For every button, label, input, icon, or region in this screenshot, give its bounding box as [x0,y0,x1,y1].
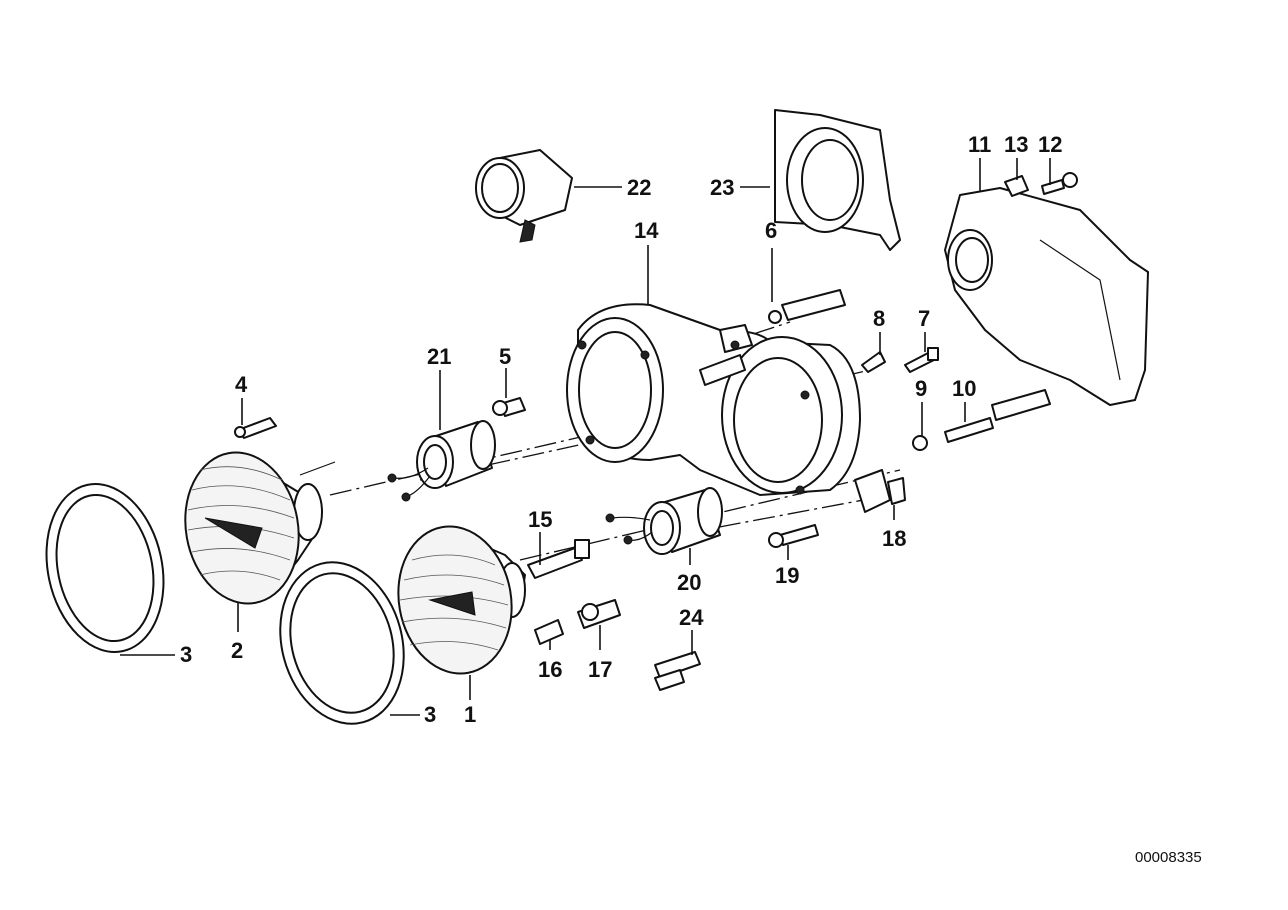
bulb-16 [534,619,564,645]
callout-3-right: 3 [424,702,436,727]
callout-3-left: 3 [180,642,192,667]
callout-8: 8 [873,306,885,331]
screw-19 [768,524,819,548]
callout-17: 17 [588,657,612,682]
callout-16: 16 [538,657,562,682]
callout-10: 10 [952,376,976,401]
bulb-17 [577,599,621,629]
callout-22: 22 [627,175,651,200]
bulb-15 [527,539,590,579]
bulb-socket-upper [387,420,496,502]
leader-lines [120,158,1051,716]
callout-9: 9 [915,376,927,401]
adjuster-6 [768,289,846,324]
headlight-housing [566,303,891,513]
bulb-socket-lower [605,487,723,555]
headlight-right [397,525,526,675]
connector-24 [654,651,701,691]
callout-24: 24 [679,605,704,630]
headlight-left [184,451,336,605]
cover-cap [475,149,573,243]
callout-2: 2 [231,638,243,663]
callout-14: 14 [634,218,659,243]
bracket-18 [887,477,906,505]
screw-12 [1041,172,1078,195]
adjusting-screw [234,417,277,439]
callout-labels: 22 23 14 6 11 13 12 8 7 21 5 4 9 10 15 1… [180,132,1062,727]
adjuster-10 [944,389,1051,443]
callout-4: 4 [235,372,248,397]
nut-9 [912,435,928,451]
side-panel [944,187,1149,406]
trim-ring-right [279,561,405,725]
callout-21: 21 [427,344,451,369]
callout-13: 13 [1004,132,1028,157]
callout-23: 23 [710,175,734,200]
callout-1: 1 [464,702,476,727]
callout-11: 11 [968,132,991,157]
callout-20: 20 [677,570,701,595]
bolt-5 [492,397,526,417]
callout-5: 5 [499,344,511,369]
cover-plate [774,109,901,251]
nut-8 [861,351,886,373]
callout-6: 6 [765,218,777,243]
callout-18: 18 [882,526,906,551]
document-number: 00008335 [1135,849,1202,866]
callout-7: 7 [918,306,930,331]
screw-7 [904,347,939,373]
callout-19: 19 [775,563,799,588]
trim-ring-left [45,483,165,653]
callout-15: 15 [528,507,552,532]
callout-12: 12 [1038,132,1062,157]
